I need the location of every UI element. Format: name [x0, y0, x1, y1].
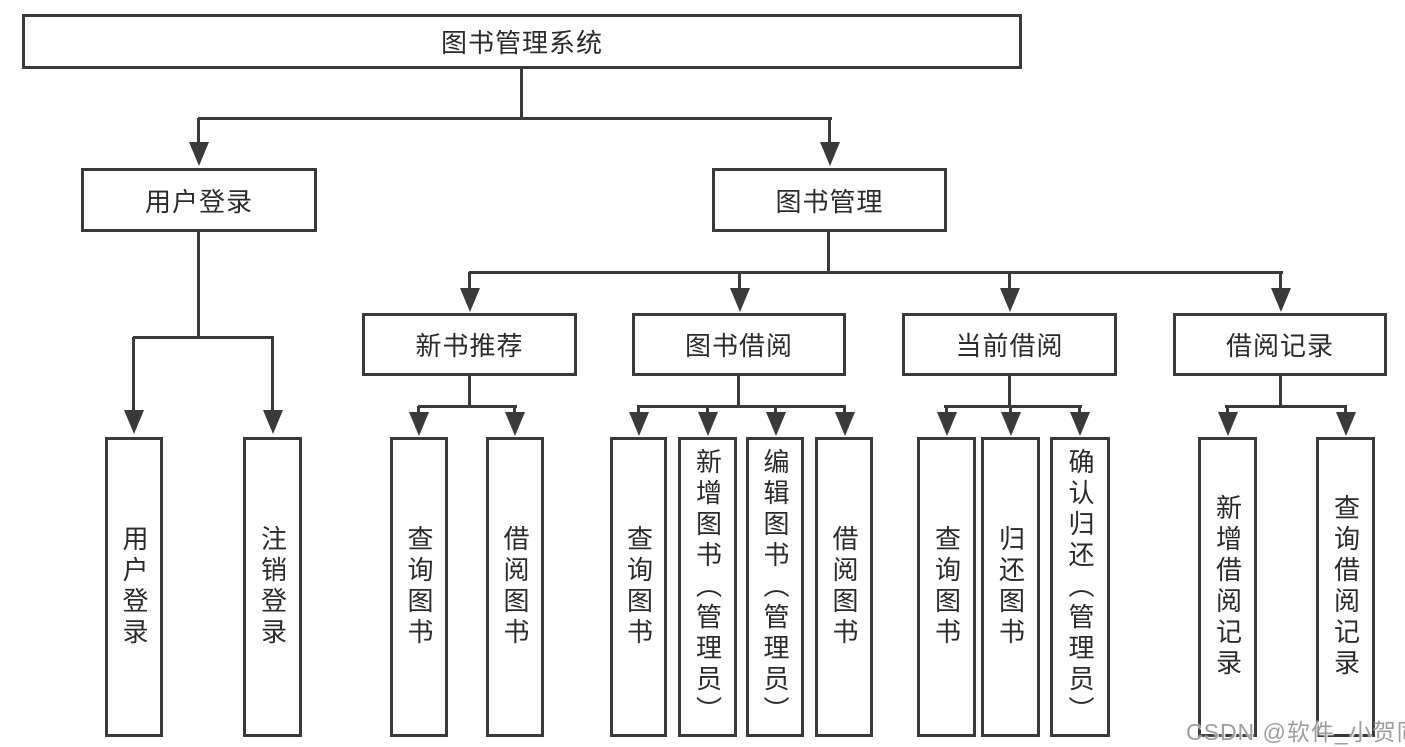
node-label: 借阅图书	[500, 525, 530, 649]
arrow-down-icon	[1070, 412, 1090, 436]
connector-line	[706, 406, 709, 415]
connector-line	[418, 405, 517, 408]
node-label: 归还图书	[995, 525, 1026, 649]
connector-line	[132, 337, 135, 413]
connector-line	[1008, 374, 1011, 408]
leaf-query-borrow-record: 查询借阅记录	[1316, 437, 1375, 737]
connector-line	[197, 230, 200, 339]
leaf-query-books-current: 查询图书	[917, 437, 976, 737]
leaf-borrow-books-recommend: 借阅图书	[486, 437, 544, 737]
arrow-down-icon	[1271, 288, 1291, 312]
connector-line	[737, 374, 740, 408]
node-label: 用户登录	[119, 525, 149, 649]
leaf-edit-books-admin: 编辑图书（管理员）	[746, 437, 804, 737]
leaf-logout: 注销登录	[243, 437, 302, 737]
arrow-down-icon	[189, 142, 209, 166]
leaf-add-borrow-record: 新增借阅记录	[1198, 437, 1257, 737]
arrow-down-icon	[766, 412, 786, 436]
arrow-down-icon	[124, 410, 144, 434]
watermark: CSDN @软件_小贺同学	[1186, 719, 1405, 745]
node-user-login: 用户登录	[81, 168, 317, 232]
node-label: 查询借阅记录	[1330, 494, 1361, 680]
node-book-management: 图书管理	[712, 168, 947, 232]
connector-line	[774, 406, 777, 415]
connector-line	[944, 405, 1082, 408]
arrow-down-icon	[937, 412, 957, 436]
connector-line	[843, 406, 846, 415]
arrow-down-icon	[460, 288, 480, 312]
arrow-down-icon	[1000, 288, 1020, 312]
connector-line	[520, 67, 523, 119]
node-label: 图书管理系统	[440, 28, 603, 58]
connector-line	[513, 406, 516, 415]
connector-line	[1078, 406, 1081, 415]
connector-line	[1344, 406, 1347, 415]
connector-line	[198, 117, 832, 120]
node-label: 图书管理	[775, 186, 884, 217]
arrow-down-icon	[820, 142, 840, 166]
connector-line	[469, 271, 1283, 274]
node-label: 借阅图书	[829, 525, 859, 649]
node-label: 借阅记录	[1225, 331, 1334, 361]
connector-line	[468, 374, 471, 408]
connector-line	[417, 406, 420, 415]
node-label: 新增图书（管理员）	[692, 447, 723, 727]
connector-line	[827, 230, 830, 274]
connector-line	[1279, 374, 1282, 408]
connector-line	[1279, 272, 1282, 292]
node-label: 用户登录	[144, 186, 253, 217]
arrow-down-icon	[1218, 412, 1238, 436]
arrow-down-icon	[1336, 412, 1356, 436]
connector-line	[637, 406, 640, 415]
node-label: 新增借阅记录	[1212, 494, 1243, 680]
leaf-query-books-recommend: 查询图书	[390, 437, 448, 737]
connector-line	[1008, 272, 1011, 292]
arrow-down-icon	[698, 412, 718, 436]
arrow-down-icon	[505, 412, 525, 436]
connector-line	[133, 336, 274, 339]
connector-line	[468, 272, 471, 292]
node-label: 图书借阅	[684, 331, 793, 361]
connector-line	[1009, 406, 1012, 415]
connector-line	[637, 405, 846, 408]
leaf-add-books-admin: 新增图书（管理员）	[678, 437, 737, 737]
node-library-system: 图书管理系统	[22, 14, 1022, 69]
arrow-down-icon	[409, 412, 429, 436]
node-label: 查询图书	[931, 525, 962, 649]
node-current-borrowing: 当前借阅	[902, 313, 1117, 376]
node-label: 编辑图书（管理员）	[760, 447, 790, 727]
connector-line	[1225, 405, 1347, 408]
arrow-down-icon	[835, 412, 855, 436]
node-label: 新书推荐	[415, 331, 524, 361]
connector-line	[945, 406, 948, 415]
connector-line	[738, 272, 741, 292]
node-label: 确认归还（管理员）	[1065, 447, 1095, 727]
connector-line	[828, 118, 831, 145]
connector-line	[197, 118, 200, 145]
node-label: 注销登录	[257, 525, 288, 649]
node-label: 查询图书	[404, 525, 434, 649]
leaf-query-books-borrowing: 查询图书	[610, 437, 667, 737]
arrow-down-icon	[263, 410, 283, 434]
node-book-borrowing: 图书借阅	[632, 313, 846, 376]
node-label: 查询图书	[623, 525, 654, 649]
arrow-down-icon	[629, 412, 649, 436]
leaf-return-books: 归还图书	[981, 437, 1040, 737]
connector-line	[1226, 406, 1229, 415]
node-new-book-recommend: 新书推荐	[362, 313, 577, 376]
arrow-down-icon	[1001, 412, 1021, 436]
node-borrowing-records: 借阅记录	[1173, 313, 1387, 376]
leaf-confirm-return-admin: 确认归还（管理员）	[1050, 437, 1110, 737]
connector-line	[271, 337, 274, 413]
leaf-borrow-books-borrowing: 借阅图书	[815, 437, 873, 737]
arrow-down-icon	[730, 288, 750, 312]
leaf-user-login: 用户登录	[105, 437, 163, 737]
node-label: 当前借阅	[955, 331, 1064, 361]
